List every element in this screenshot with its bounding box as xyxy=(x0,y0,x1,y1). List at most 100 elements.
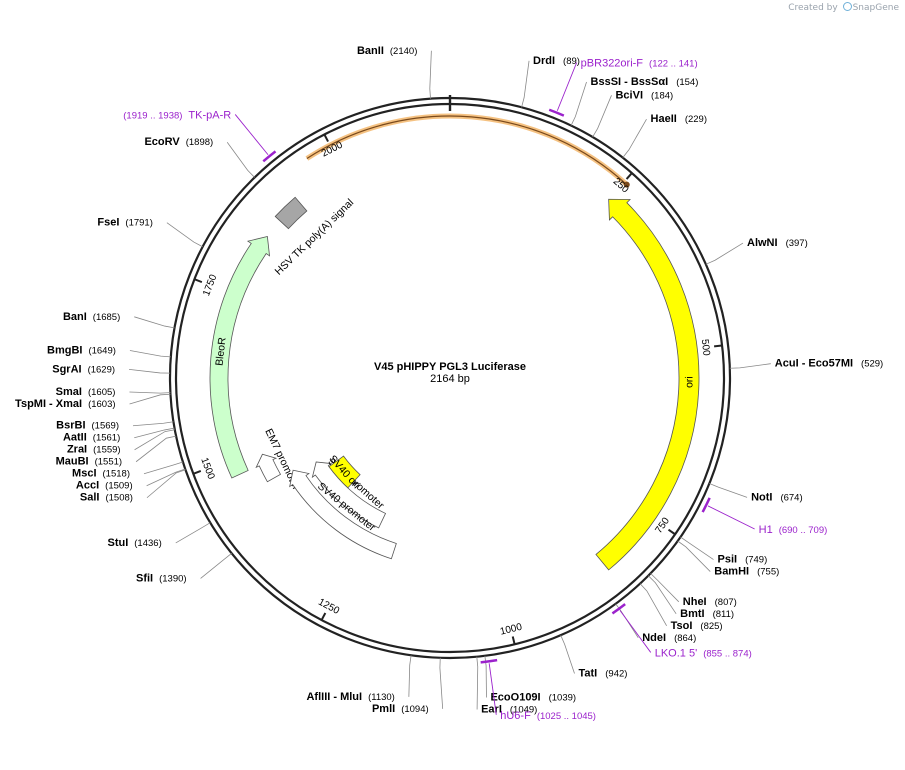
enzyme-label: EcoO109I xyxy=(490,691,540,703)
tick-mark xyxy=(511,636,516,645)
primer-arc xyxy=(611,603,626,615)
enzyme-position: (89) xyxy=(563,56,580,67)
enzyme-label: PsiI xyxy=(718,554,738,566)
outer-feature-arc-end xyxy=(623,181,630,188)
enzyme-leader-line xyxy=(129,391,171,394)
enzyme-position: (184) xyxy=(651,90,673,101)
enzyme-position: (1605) xyxy=(88,387,115,398)
primer-position: (1919 .. 1938) xyxy=(123,110,182,121)
enzyme-position: (1559) xyxy=(93,445,120,456)
enzyme-label: MscI xyxy=(72,468,96,480)
enzyme-leader-line xyxy=(200,552,232,579)
primer-leader-line xyxy=(234,114,269,156)
enzyme-leader-line xyxy=(476,656,479,710)
feature-ori xyxy=(595,198,700,571)
feature-label-ori: ori xyxy=(683,376,695,388)
tick-mark xyxy=(323,134,329,143)
enzyme-leader-line xyxy=(677,540,711,572)
center-label: V45 pHIPPY PGL3 Luciferase 2164 bp xyxy=(374,361,526,385)
enzyme-label: MauBI xyxy=(56,456,89,468)
primer-arc xyxy=(701,497,711,513)
enzyme-leader-line xyxy=(709,483,748,498)
enzyme-position: (1603) xyxy=(88,399,115,410)
enzyme-position: (864) xyxy=(674,633,696,644)
enzyme-leader-line xyxy=(650,573,680,603)
tick-mark xyxy=(192,470,202,475)
enzyme-leader-line xyxy=(639,583,667,626)
enzyme-leader-line xyxy=(570,81,587,126)
credit-prefix: Created by xyxy=(788,3,838,13)
enzyme-leader-line xyxy=(146,469,186,499)
enzyme-leader-line xyxy=(129,393,171,405)
tick-mark xyxy=(625,172,633,180)
feature-hsv-tk-poly-a-signal xyxy=(274,196,308,230)
feature-sv40-promoter xyxy=(311,461,387,529)
snapgene-credit: Created by SnapGene xyxy=(788,2,899,13)
enzyme-position: (2140) xyxy=(390,46,417,57)
tick-label: 500 xyxy=(699,339,712,357)
feature-sv40-promoter xyxy=(289,469,397,560)
enzyme-position: (1094) xyxy=(401,704,428,715)
enzyme-position: (1898) xyxy=(186,137,213,148)
enzyme-label: BanII xyxy=(357,45,384,57)
tick-label: 2000 xyxy=(320,139,345,159)
enzyme-label: TatI xyxy=(579,668,598,680)
enzyme-position: (674) xyxy=(780,492,802,503)
enzyme-position: (1436) xyxy=(134,538,161,549)
tick-mark xyxy=(194,278,203,284)
feature-bleor xyxy=(209,236,271,479)
enzyme-position: (1551) xyxy=(95,457,122,468)
enzyme-position: (755) xyxy=(757,567,779,578)
enzyme-leader-line xyxy=(484,655,487,698)
primer-label: H1 xyxy=(759,524,773,536)
primer-leader-line xyxy=(488,663,497,715)
enzyme-leader-line xyxy=(134,427,175,439)
enzyme-position: (1569) xyxy=(92,421,119,432)
enzyme-label: BanI xyxy=(63,311,87,323)
enzyme-label: NheI xyxy=(683,596,707,608)
primer-label: pBR322ori-F xyxy=(581,57,644,69)
enzyme-position: (154) xyxy=(676,77,698,88)
enzyme-label: BsrBI xyxy=(56,420,85,432)
enzyme-leader-line xyxy=(132,421,174,427)
enzyme-position: (397) xyxy=(786,238,808,249)
enzyme-label: AflIII - MluI xyxy=(306,691,362,703)
plasmid-name: V45 pHIPPY PGL3 Luciferase xyxy=(374,361,526,373)
primer-position: (690 .. 709) xyxy=(779,525,828,536)
enzyme-position: (1518) xyxy=(103,469,130,480)
enzyme-position: (749) xyxy=(745,555,767,566)
enzyme-position: (1049) xyxy=(510,704,537,715)
primer-leader-line xyxy=(619,610,652,653)
enzyme-layer: BanII(2140)DrdI(89)BssSI - BssSαI(154)Bc… xyxy=(15,45,883,716)
enzyme-label: BamHI xyxy=(714,566,749,578)
enzyme-leader-line xyxy=(134,429,175,451)
enzyme-position: (1039) xyxy=(549,692,576,703)
enzyme-position: (1561) xyxy=(93,433,120,444)
primer-leader-line xyxy=(556,62,578,111)
enzyme-leader-line xyxy=(560,635,575,674)
enzyme-label: DrdI xyxy=(533,55,555,67)
enzyme-leader-line xyxy=(135,435,177,463)
enzyme-label: NdeI xyxy=(642,632,666,644)
enzyme-label: NotI xyxy=(751,491,772,503)
enzyme-label: EcoRV xyxy=(144,136,180,148)
enzyme-position: (1130) xyxy=(368,692,395,703)
primer-position: (1025 .. 1045) xyxy=(537,711,596,722)
enzyme-position: (529) xyxy=(861,359,883,370)
enzyme-leader-line xyxy=(129,368,171,374)
enzyme-leader-line xyxy=(175,522,211,544)
enzyme-leader-line xyxy=(680,536,714,560)
enzyme-label: AccI xyxy=(76,480,99,492)
tick-label: 1750 xyxy=(201,273,219,298)
feature-em7-promoter xyxy=(255,453,282,483)
enzyme-label: TsoI xyxy=(671,620,693,632)
plasmid-size: 2164 bp xyxy=(430,373,470,385)
tick-mark xyxy=(713,344,723,348)
tick-mark xyxy=(320,612,327,621)
enzyme-position: (1629) xyxy=(88,364,115,375)
enzyme-label: AatII xyxy=(63,432,87,444)
snapgene-logo-icon xyxy=(842,2,852,11)
credit-brand: SnapGene xyxy=(852,3,899,13)
enzyme-label: SfiI xyxy=(136,572,153,584)
